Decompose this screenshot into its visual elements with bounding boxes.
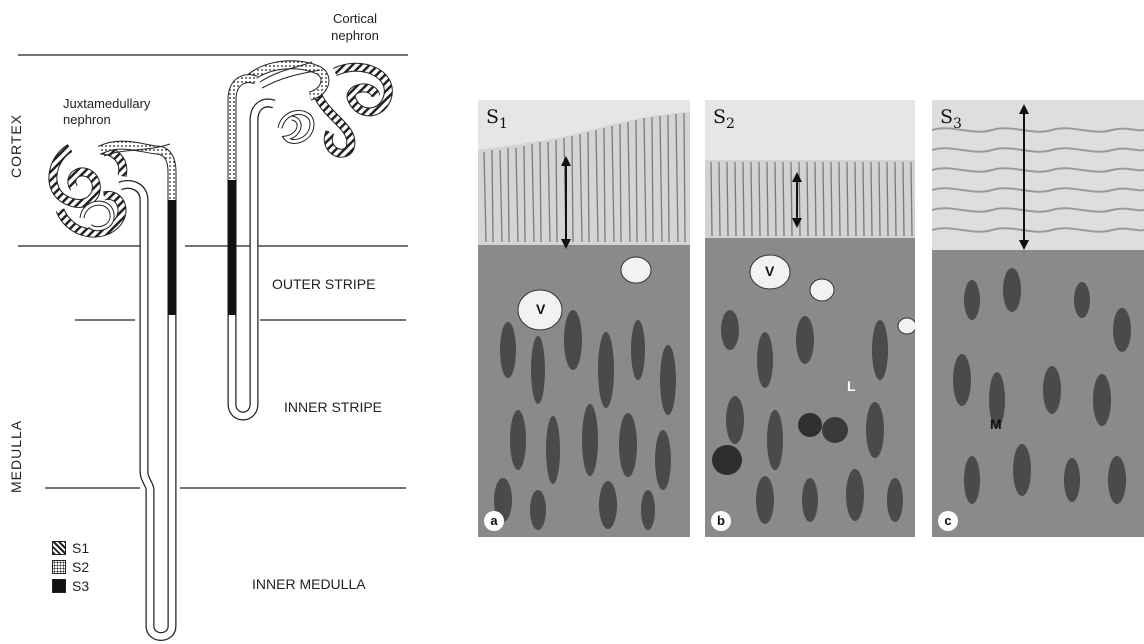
segment-letter: S [940, 106, 953, 128]
segment-letter: S [713, 106, 726, 128]
cortex-label: CORTEX [8, 118, 24, 178]
segment-label-s1: S1 [486, 106, 508, 132]
legend-label: S2 [72, 559, 89, 575]
segment-sub: 2 [726, 116, 735, 132]
micrograph-b-image [705, 100, 915, 537]
solid-swatch-icon [52, 579, 66, 593]
lysosome-label: L [847, 378, 856, 394]
medulla-label: MEDULLA [8, 427, 24, 493]
mitochondrion-label: M [990, 416, 1002, 432]
segment-letter: S [486, 106, 499, 128]
segment-label-s3: S3 [940, 106, 962, 132]
vacuole-label: V [536, 301, 545, 317]
inner-stripe-label: INNER STRIPE [284, 399, 382, 415]
micrograph-panel-a: S1 V a [478, 100, 690, 537]
juxtamedullary-nephron-label: Juxtamedullary nephron [63, 96, 150, 128]
cortical-label-line1: Cortical [310, 10, 400, 27]
dotted-swatch-icon [52, 560, 66, 574]
micrograph-c-image [932, 100, 1144, 537]
panel-letter-a: a [484, 511, 504, 531]
legend-label: S3 [72, 578, 89, 594]
micrograph-panel-c: S3 M c [932, 100, 1144, 537]
cortical-nephron-label: Cortical nephron [310, 10, 400, 44]
hatched-swatch-icon [52, 541, 66, 555]
segment-sub: 3 [953, 116, 962, 132]
legend-item-s2: S2 [52, 559, 89, 575]
micrograph-panel-b: S2 V L b [705, 100, 915, 537]
juxta-label-line1: Juxtamedullary [63, 96, 150, 112]
segment-label-s2: S2 [713, 106, 735, 132]
cortical-nephron [228, 62, 389, 416]
panel-letter-c: c [938, 511, 958, 531]
micrograph-a-image [478, 100, 690, 537]
legend-item-s3: S3 [52, 578, 89, 594]
inner-medulla-label: INNER MEDULLA [252, 576, 366, 592]
juxta-label-line2: nephron [63, 112, 150, 128]
legend-item-s1: S1 [52, 540, 89, 556]
vacuole-label: V [765, 263, 774, 279]
outer-stripe-label: OUTER STRIPE [272, 276, 375, 292]
cortical-label-line2: nephron [310, 27, 400, 44]
legend-label: S1 [72, 540, 89, 556]
panel-letter-b: b [711, 511, 731, 531]
segment-sub: 1 [499, 116, 508, 132]
